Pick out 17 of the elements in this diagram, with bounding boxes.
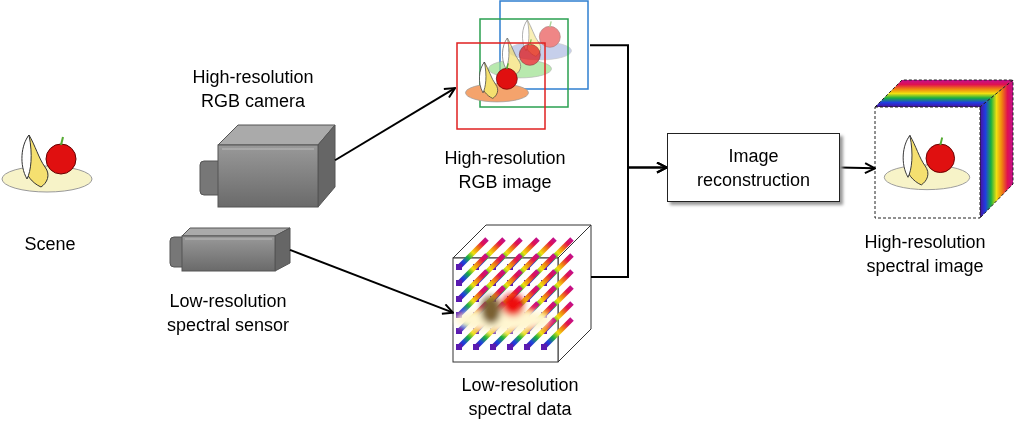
node-label: Low-resolution spectral sensor	[165, 290, 291, 337]
spectral-cube-drawing	[875, 80, 1013, 218]
image-stack-drawing	[455, 1, 590, 131]
arrow	[590, 161, 668, 279]
node-label: High-resolution RGB camera	[191, 66, 315, 113]
node-label: High-resolution RGB image	[443, 147, 567, 194]
camera-drawing	[200, 125, 335, 207]
node-label: Scene	[23, 233, 77, 256]
process-box	[667, 133, 840, 202]
sensor-drawing	[170, 228, 290, 271]
box-label: Image reconstruction	[695, 144, 812, 192]
arrow	[839, 162, 876, 175]
arrow	[334, 87, 456, 162]
arrow	[289, 248, 454, 315]
node-label: Low-resolution spectral data	[460, 374, 580, 421]
node-label: High-resolution spectral image	[863, 231, 987, 278]
data-cube-drawing	[453, 225, 591, 362]
